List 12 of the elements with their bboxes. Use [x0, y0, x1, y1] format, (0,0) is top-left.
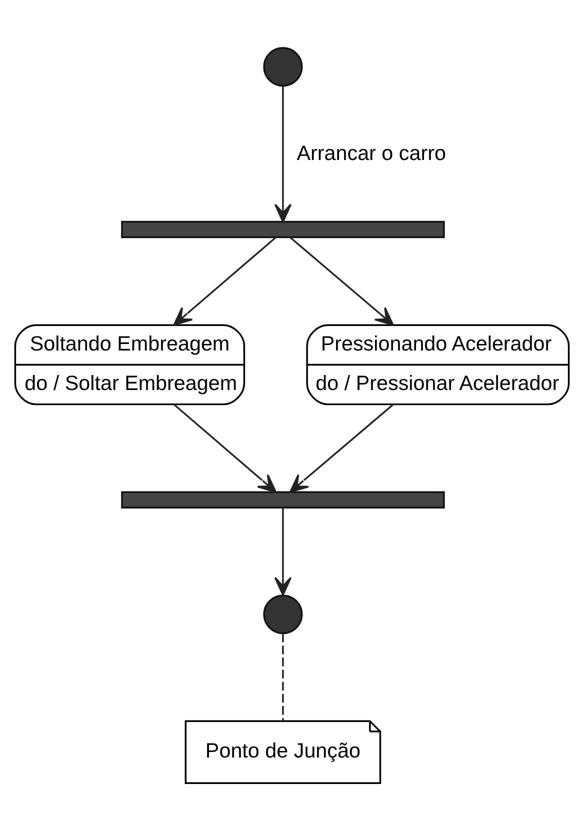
arrow: [274, 86, 292, 222]
arrow: [289, 403, 394, 492]
arrow: [290, 236, 394, 326]
node-circle: [263, 46, 303, 86]
arrow: [173, 403, 277, 492]
edge-label: Arrancar o carro: [296, 141, 446, 164]
arrow: [173, 236, 276, 326]
node-circle: [263, 594, 303, 634]
node-bar: [121, 220, 445, 238]
node-bar: [121, 490, 445, 508]
connector: [282, 633, 284, 721]
arrow: [274, 508, 292, 596]
